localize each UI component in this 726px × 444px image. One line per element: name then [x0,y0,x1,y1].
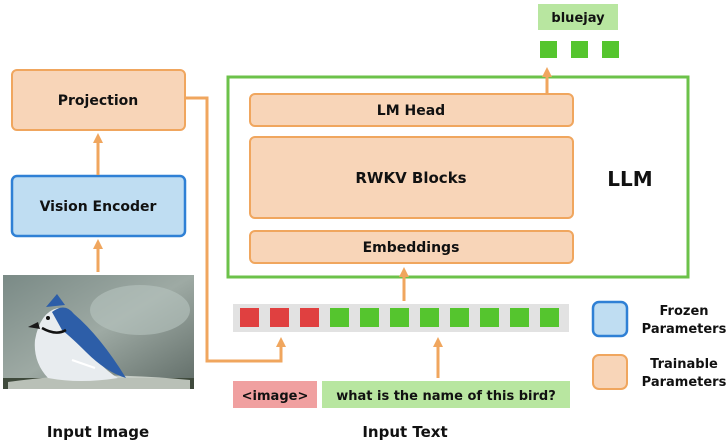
lm-head-block [249,93,574,127]
legend-frozen-swatch [591,300,629,338]
lm-head-label: LM Head [377,103,445,119]
text-token [390,308,409,327]
image-token-label-bg [233,381,317,408]
legend-trainable-line2: Parameters [642,375,726,390]
input-image-caption: Input Image [47,423,149,441]
text-token [510,308,529,327]
text-token [450,308,469,327]
image-token-label: <image> [242,389,309,404]
rwkv-blocks-block [249,136,574,219]
text-token [360,308,379,327]
projection-label: Projection [58,93,138,109]
input-text-caption: Input Text [362,423,447,441]
image-token [270,308,289,327]
llm-container [226,75,690,279]
projection-block [11,69,186,131]
embeddings-label: Embeddings [363,240,460,256]
llm-label: LLM [607,167,652,191]
legend-frozen-line1: Frozen [659,304,708,319]
image-token [300,308,319,327]
bird-photo [3,275,194,389]
output-label-bg [538,4,618,30]
vision-encoder-label: Vision Encoder [40,199,157,215]
legend-trainable-swatch [592,354,628,390]
text-token [420,308,439,327]
arrow-projection-to-image-tokens [186,96,286,363]
rwkv-blocks-label: RWKV Blocks [355,169,466,187]
output-token [540,41,557,58]
text-token-label: what is the name of this bird? [336,389,556,404]
text-token [330,308,349,327]
text-token [480,308,499,327]
legend-frozen-line2: Parameters [642,322,726,337]
legend-trainable-line1: Trainable [650,357,718,372]
text-token [540,308,559,327]
input-tokens [240,308,559,327]
embeddings-block [249,230,574,264]
image-token [240,308,259,327]
output-token [602,41,619,58]
output-label: bluejay [551,11,605,26]
vision-encoder-block [10,174,187,238]
text-token-label-bg [322,381,570,408]
output-tokens [540,41,619,58]
output-token [571,41,588,58]
